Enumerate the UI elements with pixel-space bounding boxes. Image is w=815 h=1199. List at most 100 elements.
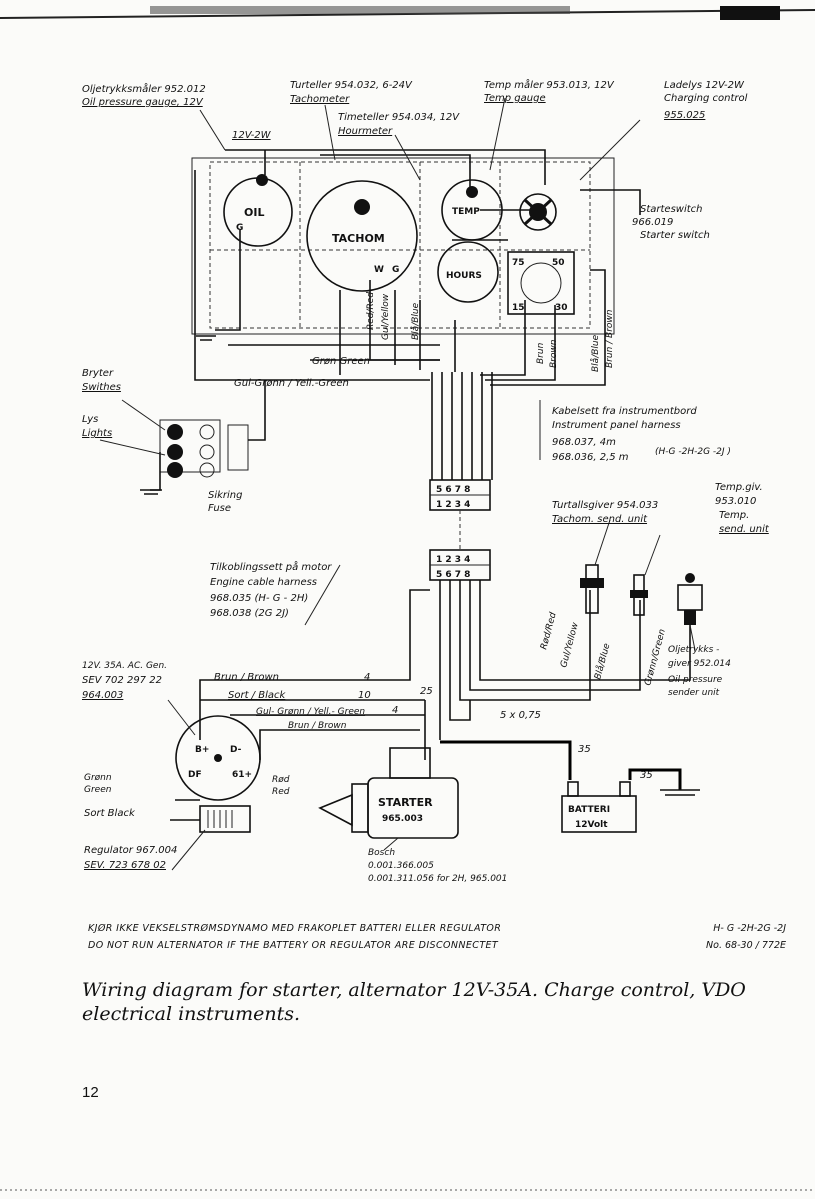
warning-en: DO NOT RUN ALTERNATOR IF THE BATTERY OR … (88, 940, 499, 951)
harness-label-en: Instrument panel harness (552, 420, 681, 431)
temp-gauge: TEMP (441, 179, 503, 241)
engine-cable-label-no: Tilkoblingssett på motor (210, 560, 332, 573)
wire-gauge-35: 35 (578, 744, 591, 755)
leader-lines (99, 97, 696, 871)
svg-text:5 6 7 8: 5 6 7 8 (436, 485, 470, 495)
engine-cable-num1: 968.035 (H- G - 2H) (210, 593, 308, 604)
bosch-num-1: 0.001.366.005 (368, 861, 434, 871)
ground-symbols (140, 335, 700, 796)
tach-label-en: Tachometer (290, 94, 350, 105)
svg-text:G: G (392, 265, 399, 275)
temp-label-en: Temp gauge (484, 93, 546, 104)
svg-text:50: 50 (552, 258, 565, 268)
hour-label-en: Hourmeter (338, 126, 393, 137)
tach-send-label-no: Turtallsgiver 954.033 (552, 500, 658, 511)
warning-no: KJØR IKKE VEKSELSTRØMSDYNAMO MED FRAKOPL… (88, 923, 502, 934)
oil-send-label-en2: sender unit (668, 688, 720, 698)
charging-control-lamp (519, 193, 557, 231)
svg-text:B+: B+ (195, 745, 209, 755)
fuse-label-no: Sikring (208, 490, 243, 501)
temp-send-label-en1: Temp. (719, 510, 749, 521)
starter-switch-label-num: 966.019 (632, 217, 673, 228)
svg-text:30: 30 (555, 303, 568, 313)
engine-wiring (199, 580, 691, 790)
wire-label-yellow-2: Gul/Yellow (559, 621, 581, 669)
brown-wire-label-2: Brun / Brown (288, 721, 347, 731)
harness-models: (H-G -2H-2G -2J ) (655, 447, 731, 457)
wire-label-yellow: Gul/Yellow (381, 293, 391, 340)
lamp-rating-label: 12V-2W (232, 130, 272, 141)
regulator-label-1: Regulator 967.004 (84, 845, 177, 856)
cable-spec-label: 5 x 0,75 (500, 710, 541, 721)
temp-send-label-no: Temp.giv. (715, 482, 763, 493)
hour-meter: HOURS (437, 241, 499, 303)
oil-send-label-en1: Oil pressure (668, 675, 723, 685)
generator-label-3: 964.003 (82, 690, 123, 701)
lights-label-en: Lights (82, 428, 112, 439)
charge-label-en: Charging control (664, 93, 748, 104)
wire-gauge-25: 25 (420, 686, 433, 697)
tachometer: TACHOM W G (306, 180, 418, 292)
regulator-label-2: SEV. 723 678 02 (84, 860, 166, 871)
document-number: H- G -2H-2G -2J No. 68-30 / 772E (668, 920, 786, 954)
alternator: B+ D- DF 61+ (175, 715, 261, 801)
svg-text:W: W (374, 265, 384, 275)
page-number: 12 (82, 1084, 99, 1101)
hour-label-no: Timeteller 954.034, 12V (338, 112, 460, 123)
oil-gauge-label-en: Oil pressure gauge, 12V (82, 97, 204, 108)
wire-gauge-4: 4 (364, 672, 370, 683)
tach-label-no: Turteller 954.032, 6-24V (290, 80, 413, 91)
svg-text:965.003: 965.003 (382, 814, 423, 824)
wire-label-brown: Brown (549, 339, 559, 368)
switches-label-no: Bryter (82, 368, 114, 379)
harness-label-no: Kabelsett fra instrumentbord (552, 406, 697, 417)
svg-text:5 6 7 8: 5 6 7 8 (436, 570, 470, 580)
svg-text:75: 75 (512, 258, 525, 268)
temp-send-label-num: 953.010 (715, 496, 756, 507)
lights-label-no: Lys (82, 414, 98, 425)
wire-label-red-2: Rød/Red (539, 611, 559, 651)
svg-text:OIL: OIL (244, 206, 264, 219)
wire-gauge-4b: 4 (392, 705, 398, 716)
green-label-no: Grønn (84, 773, 112, 783)
yellgreen-wire-label: Gul-Grønn / Yell.-Green (234, 378, 349, 389)
svg-text:BATTERI: BATTERI (568, 805, 610, 815)
starter-switch: 75 50 15 30 (507, 251, 575, 315)
fuse-label-en: Fuse (208, 503, 231, 514)
temp-send-label-en2: send. unit (719, 524, 770, 535)
svg-text:1 2 3 4: 1 2 3 4 (436, 555, 470, 565)
green-label-en: Green (84, 785, 112, 795)
engine-cable-label-en: Engine cable harness (210, 577, 317, 588)
bosch-label: Bosch (368, 848, 395, 858)
red-label-en: Red (272, 787, 290, 797)
regulator (170, 799, 251, 833)
svg-text:HOURS: HOURS (446, 271, 482, 281)
svg-text:61+: 61+ (232, 770, 252, 780)
svg-text:TEMP: TEMP (452, 207, 480, 217)
temp-label-no: Temp måler 953.013, 12V (484, 78, 615, 91)
oil-gauge: OIL G (223, 174, 293, 247)
wire-label-red: Red/Red (366, 292, 376, 330)
harness-length-25m: 968.036, 2,5 m (552, 452, 629, 463)
scan-edge (0, 6, 815, 1191)
svg-text:TACHOM: TACHOM (332, 232, 385, 245)
red-label-no: Rød (272, 775, 290, 785)
wire-label-green: Grønn/Green (643, 628, 668, 687)
yellgreen-wire-label-2: Gul- Grønn / Yell.- Green (256, 707, 365, 717)
starter-switch-label-no: Starteswitch (640, 204, 703, 215)
black-label: Sort Black (84, 808, 136, 819)
svg-text:DF: DF (188, 770, 202, 780)
tach-send-unit (580, 564, 604, 614)
warning-text: KJØR IKKE VEKSELSTRØMSDYNAMO MED FRAKOPL… (88, 920, 501, 954)
svg-text:STARTER: STARTER (378, 796, 433, 809)
connector-panel-side: 5 6 7 8 1 2 3 4 (429, 479, 491, 511)
switches-and-lights (150, 380, 266, 491)
panel-wiring (194, 149, 641, 386)
figure-caption: Wiring diagram for starter, alternator 1… (82, 979, 746, 1025)
switches-label-en: Swithes (82, 382, 121, 393)
generator-label-1: 12V. 35A. AC. Gen. (82, 661, 167, 671)
wire-label-brunbrown: Brun / Brown (605, 309, 615, 368)
svg-text:1 2 3 4: 1 2 3 4 (436, 500, 470, 510)
svg-text:15: 15 (512, 303, 525, 313)
